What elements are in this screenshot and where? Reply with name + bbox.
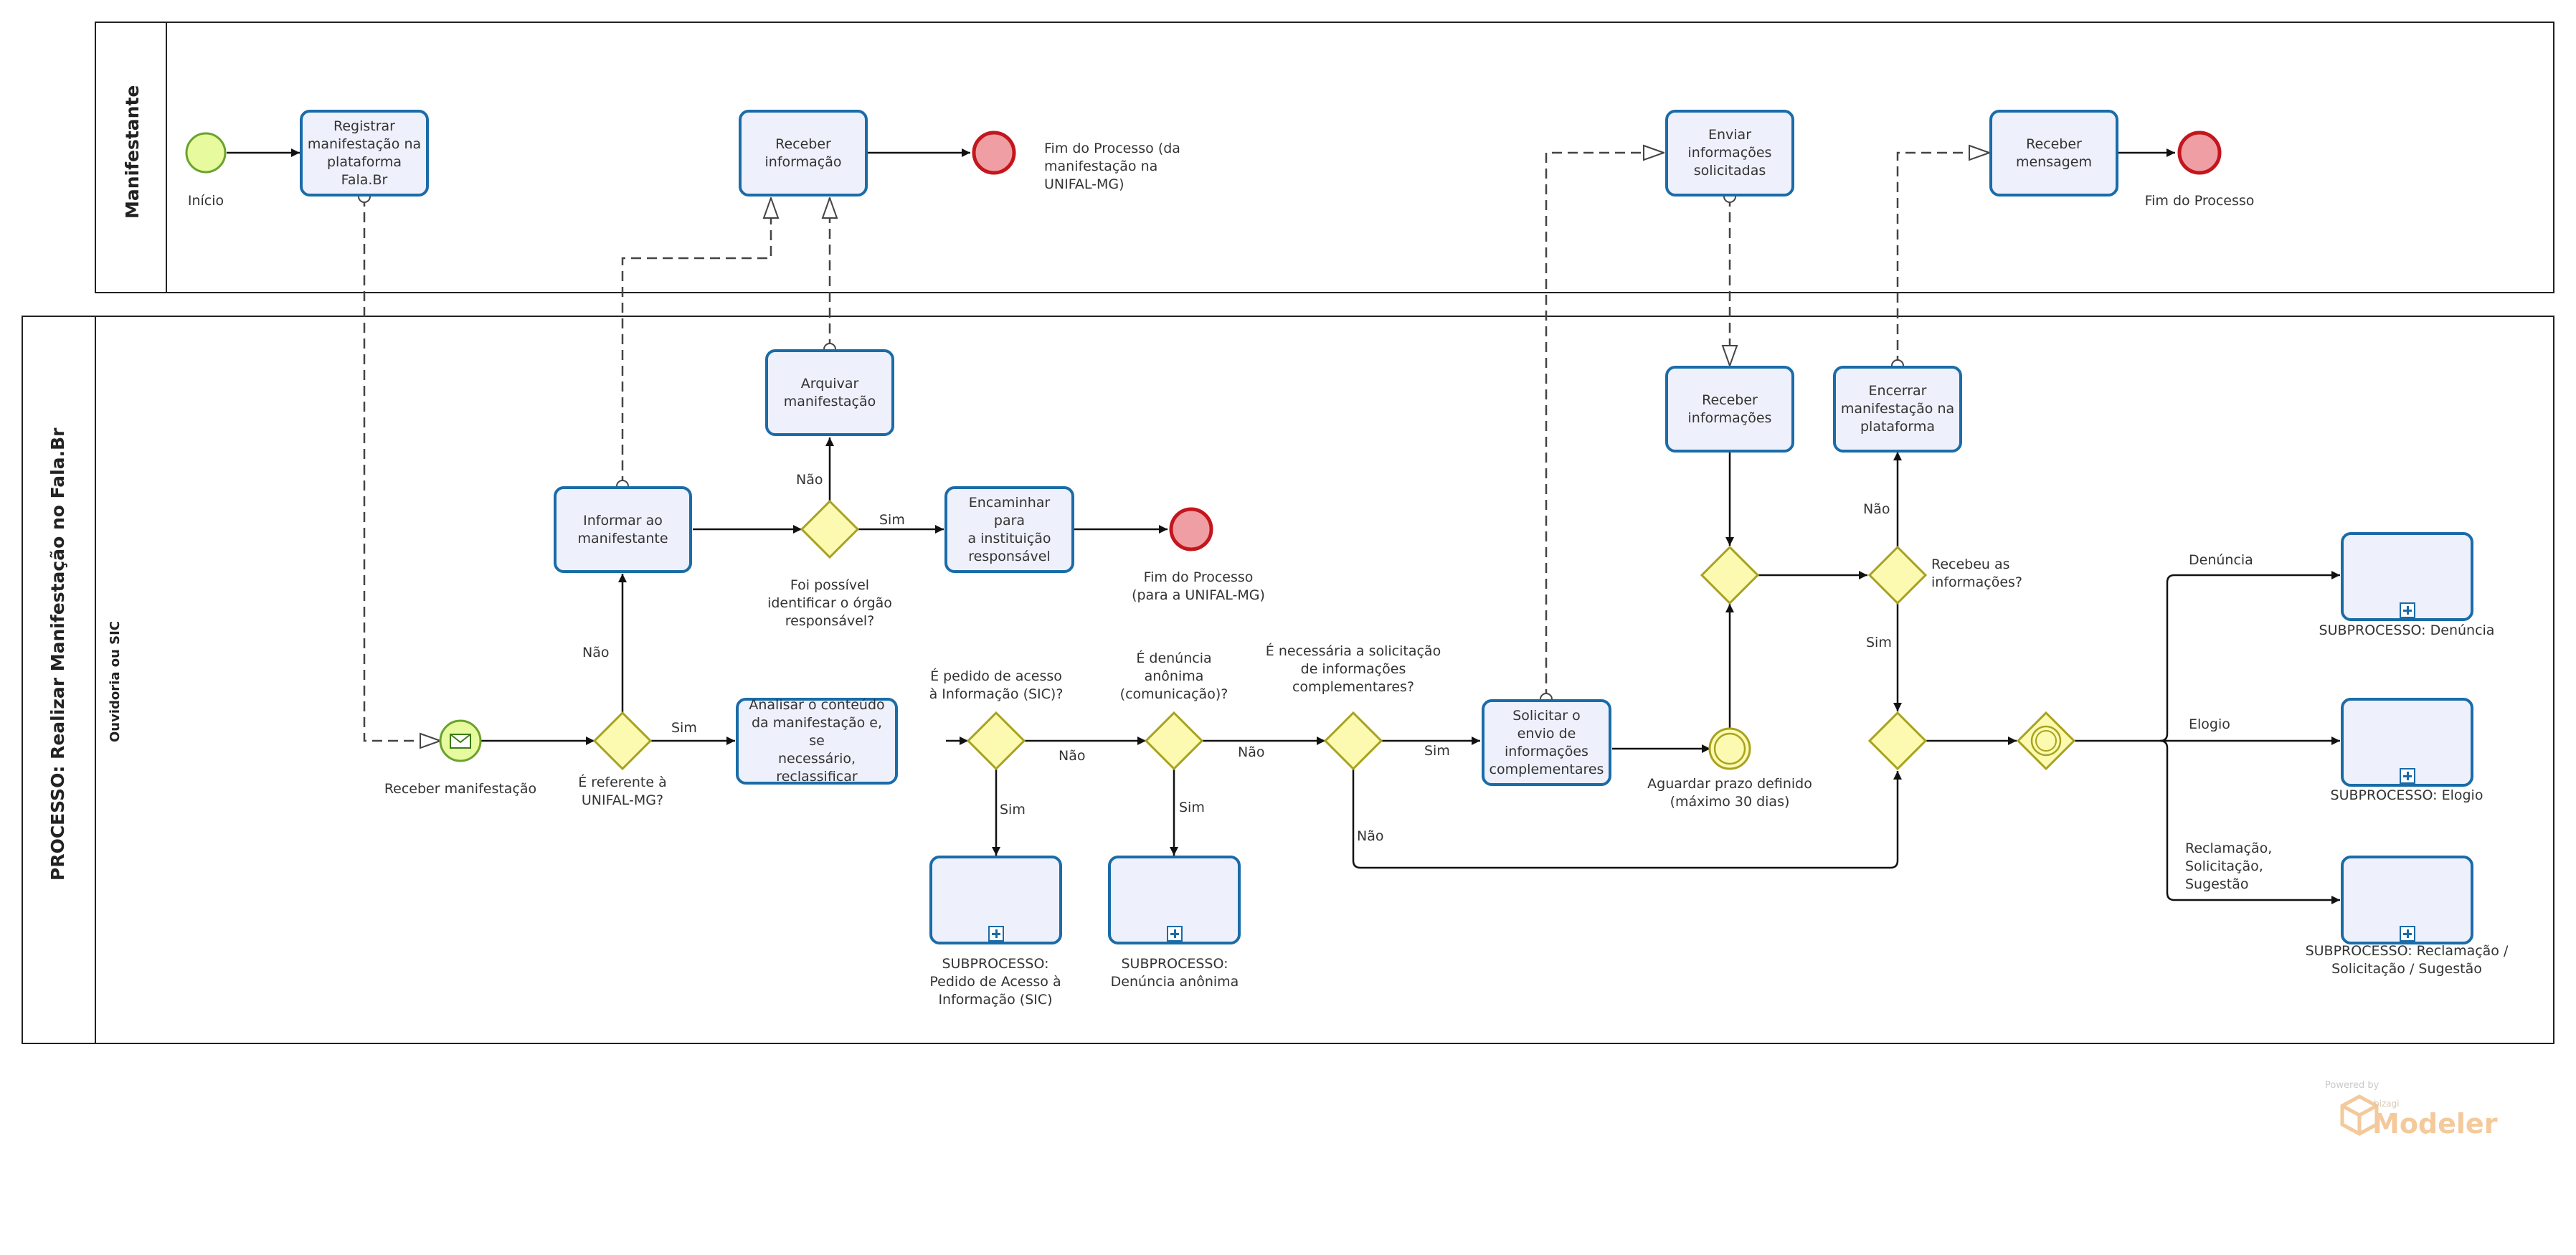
label-flow-sim: Sim [879, 512, 905, 528]
task-encerrar-manifestacao[interactable]: Encerrar manifestação na plataforma [1833, 366, 1962, 453]
expand-plus-icon[interactable] [2399, 926, 2415, 942]
label-flow-reclamacao: Reclamação, Solicitação, Sugestão [2185, 840, 2273, 892]
message-flows [363, 153, 1989, 741]
task-enviar-informacoes[interactable]: Enviar informações solicitadas [1665, 110, 1794, 196]
end-event-top2 [2177, 131, 2222, 175]
label-end-event-top2: Fim do Processo [2144, 193, 2255, 209]
label-gateway-sic: É pedido de acesso à Informação (SIC)? [929, 668, 1064, 702]
label-flow-sim: Sim [1000, 802, 1026, 818]
label-flow-denuncia: Denúncia [2189, 552, 2253, 568]
start-event [185, 132, 227, 174]
timer-intermediate-event [1708, 727, 1751, 770]
label-end-event-top1: Fim do Processo (da manifestação na UNIF… [1044, 141, 1180, 192]
msgflow-encerrar-recebermsg [1896, 153, 1989, 366]
label-subprocess-reclamacao: SUBPROCESSO: Reclamação / Solicitação / … [2305, 943, 2509, 977]
watermark-modeler: Modeler [2372, 1108, 2498, 1140]
label-message-start: Receber manifestação [384, 781, 537, 797]
pool-manifestante [95, 22, 2554, 293]
end-event-top1 [972, 131, 1016, 175]
label-gateway-referente: É referente à UNIFAL-MG? [578, 775, 667, 808]
label-timer-event: Aguardar prazo definido (máximo 30 dias) [1647, 776, 1812, 810]
label-flow-nao: Não [1059, 748, 1086, 764]
msgflow-solicitar-enviar [1545, 153, 1664, 699]
label-gateway-complementar: É necessária a solicitação de informaçõe… [1265, 643, 1441, 695]
expand-plus-icon[interactable] [2399, 602, 2415, 618]
subprocess-reclamacao[interactable] [2341, 856, 2473, 944]
watermark-powered: Powered by [2325, 1080, 2380, 1091]
label-flow-sim: Sim [1424, 743, 1450, 759]
task-registrar-manifestacao[interactable]: Registrar manifestação na plataforma Fal… [300, 110, 429, 196]
flow-gw9-reclamacao [2159, 739, 2340, 904]
msgflow-informar-receberinfo [621, 198, 771, 486]
lane-title-ouvidoria: Ouvidoria ou SIC [108, 620, 123, 742]
label-flow-nao: Não [1863, 501, 1890, 517]
gateway-complementar [1323, 711, 1383, 771]
subprocess-elogio[interactable] [2341, 698, 2473, 787]
sequence-flows [227, 148, 2340, 904]
watermark-brand: bizagi [2374, 1099, 2400, 1109]
label-flow-sim: Sim [1866, 635, 1892, 650]
label-flow-nao: Não [796, 472, 823, 488]
label-flow-nao: Não [1238, 744, 1265, 760]
task-receber-informacoes[interactable]: Receber informações [1665, 366, 1794, 453]
label-subprocess-anonima: SUBPROCESSO: Denúncia anônima [1110, 956, 1239, 990]
expand-plus-icon[interactable] [1166, 926, 1183, 942]
label-subprocess-elogio: SUBPROCESSO: Elogio [2330, 787, 2483, 803]
expand-plus-icon[interactable] [2399, 768, 2415, 784]
label-start-event: Início [187, 193, 224, 209]
label-gateway-identificar: Foi possível identificar o órgão respons… [767, 577, 892, 629]
label-flow-elogio: Elogio [2189, 716, 2230, 732]
label-flow-nao: Não [582, 645, 610, 660]
gateway-referente [592, 711, 653, 771]
gateway-join [1867, 711, 1928, 771]
message-start-event [439, 719, 482, 762]
msgflow-registrar-receber [363, 196, 440, 741]
task-solicitar-envio[interactable]: Solicitar o envio de informações complem… [1482, 699, 1611, 786]
label-gateway-anonima: É denúncia anônima (comunicação)? [1119, 650, 1228, 702]
gateway-sic [966, 711, 1026, 771]
gateways [592, 499, 2076, 771]
subprocess-denuncia-anonima[interactable] [1108, 856, 1241, 944]
flow-gw5-gw8 [1352, 769, 1902, 869]
subprocess-sic[interactable] [929, 856, 1062, 944]
task-receber-mensagem[interactable]: Receber mensagem [1989, 110, 2118, 196]
gateway-recebeu [1867, 545, 1928, 605]
expand-plus-icon[interactable] [988, 926, 1004, 942]
pool-title-processo: PROCESSO: Realizar Manifestação no Fala.… [47, 427, 68, 881]
task-analisar-conteudo[interactable]: Analisar o conteúdo da manifestação e, s… [736, 697, 898, 785]
end-event-mid [1169, 507, 1213, 551]
gateway-anonima [1144, 711, 1204, 771]
label-subprocess-sic: SUBPROCESSO: Pedido de Acesso à Informaç… [929, 956, 1061, 1008]
label-flow-nao: Não [1357, 828, 1384, 844]
task-informar-manifestante[interactable]: Informar ao manifestante [554, 486, 692, 573]
label-flow-sim: Sim [1179, 800, 1205, 815]
label-subprocess-denuncia: SUBPROCESSO: Denúncia [2319, 622, 2495, 638]
task-receber-informacao[interactable]: Receber informação [739, 110, 868, 196]
label-gateway-recebeu: Recebeu as informações? [1931, 557, 2023, 590]
pool-title-manifestante: Manifestante [122, 85, 143, 219]
pool-processo [22, 316, 2554, 1044]
label-flow-sim: Sim [671, 720, 697, 736]
task-encaminhar-instituicao[interactable]: Encaminhar para a instituição responsáve… [944, 486, 1074, 573]
task-arquivar-manifestacao[interactable]: Arquivar manifestação [765, 349, 894, 436]
gateway-identificar [800, 499, 860, 559]
bizagi-logo-icon [2340, 1094, 2379, 1136]
label-end-event-mid: Fim do Processo (para a UNIFAL-MG) [1132, 569, 1265, 603]
subprocess-denuncia[interactable] [2341, 532, 2473, 621]
gateway-merge [1700, 545, 1760, 605]
